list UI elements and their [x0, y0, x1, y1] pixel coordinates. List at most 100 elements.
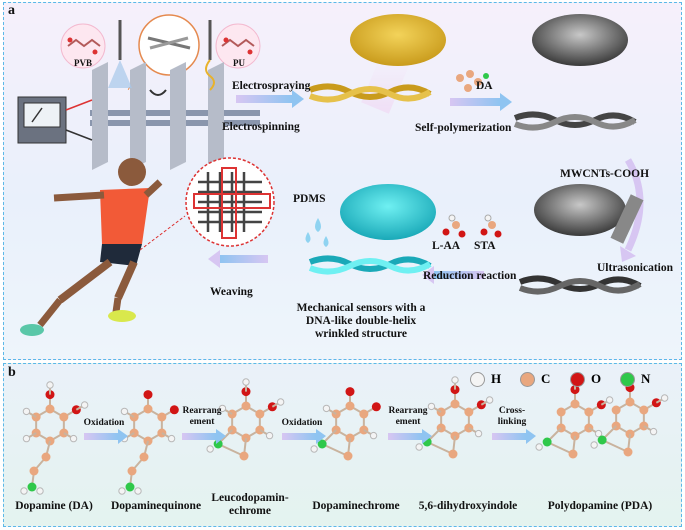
ultrasonication-label: Ultrasonication: [597, 262, 674, 274]
atom-H: [167, 434, 176, 443]
atom-C: [570, 399, 580, 409]
atom-C: [556, 407, 566, 417]
laa-label: L-AA: [432, 240, 461, 252]
atom-H: [427, 402, 436, 411]
atom-C: [448, 449, 458, 459]
step-arrow: [182, 433, 216, 440]
compound-name: Dopamine (DA): [15, 500, 93, 512]
runner-figure: [20, 158, 186, 336]
laa-molecule-icon: [442, 214, 466, 238]
step-arrowhead: [216, 429, 226, 444]
da-label: DA: [476, 80, 493, 92]
bond: [601, 439, 629, 453]
panel-b: [3, 363, 682, 527]
atom-H: [276, 398, 285, 406]
pvb-molecule-icon: [60, 23, 106, 69]
atom-H: [485, 396, 494, 404]
atom-O: [371, 402, 381, 412]
atom-H: [206, 445, 214, 453]
atom-C: [239, 451, 249, 461]
step-arrow: [84, 433, 118, 440]
compound-name: Dopaminechrome: [312, 500, 400, 512]
atom-N: [542, 437, 552, 447]
pu-molecule-icon: [215, 23, 261, 69]
step-label: Oxidation: [281, 418, 323, 428]
atom-C: [139, 452, 149, 462]
atom-C: [345, 401, 355, 411]
pu-label: PU: [233, 58, 245, 68]
bond: [546, 441, 574, 455]
legend-symbol: H: [491, 371, 502, 386]
atom-C: [625, 397, 635, 407]
legend-item-H: H: [470, 371, 501, 387]
atom-C: [143, 404, 153, 414]
step-arrow: [282, 433, 316, 440]
atom-H: [20, 487, 28, 495]
electrospinning-apparatus: [90, 20, 260, 170]
pvb-label: PVB: [74, 58, 92, 68]
atom-H: [242, 378, 250, 386]
atom-H: [660, 394, 669, 402]
legend-dot-icon: [620, 371, 635, 387]
atom-H: [415, 443, 423, 451]
atom-C: [359, 409, 369, 419]
legend-item-O: O: [570, 371, 601, 387]
atom-C: [241, 401, 251, 411]
atom-H: [80, 401, 89, 409]
legend-dot-icon: [470, 371, 485, 387]
yellow-fiber: [308, 14, 446, 114]
arrow-weaving: [220, 255, 268, 263]
pda-fiber: [513, 14, 637, 131]
atom-H: [46, 381, 54, 389]
atom-H: [265, 431, 274, 440]
compound-name: Dopaminequinone: [110, 500, 202, 512]
panel-a-label: a: [8, 3, 15, 18]
sensor-label: Mechanical sensors with a DNA-like doubl…: [286, 302, 436, 341]
atom-C: [127, 466, 137, 476]
atom-H: [535, 443, 543, 451]
atom-C: [59, 412, 69, 422]
pdms-label: PDMS: [293, 193, 326, 205]
cnt-fiber: [518, 184, 644, 295]
legend-symbol: C: [541, 371, 551, 386]
atom-N: [597, 435, 607, 445]
compound-name: Polydopamine (PDA): [547, 500, 653, 512]
legend-item-N: N: [620, 371, 650, 387]
atom-C: [464, 407, 474, 417]
pdms-fiber: [305, 184, 436, 275]
atom-C: [584, 407, 594, 417]
sta-molecule-icon: [480, 214, 502, 238]
atom-O: [169, 405, 179, 415]
electrospraying-label: Electrospraying: [232, 80, 311, 92]
atom-C: [255, 409, 265, 419]
power-supply-icon: [17, 96, 93, 144]
panel-b-label: b: [8, 365, 16, 380]
mwcnts-label: MWCNTs-COOH: [560, 168, 650, 180]
atom-O: [345, 387, 355, 397]
compound-name: Leucodopamin- echrome: [211, 492, 289, 517]
arrow-electrospray: [236, 95, 292, 103]
atom-C: [568, 449, 578, 459]
legend-item-C: C: [520, 371, 550, 387]
step-arrow: [388, 433, 422, 440]
atom-H: [369, 431, 378, 440]
sensor-label-line3: wrinkled structure: [314, 328, 408, 340]
step-arrowhead: [118, 429, 128, 444]
atom-H: [134, 487, 142, 495]
atom-H: [218, 404, 227, 413]
legend-symbol: O: [591, 371, 602, 386]
atom-O: [143, 390, 153, 400]
atom-C: [639, 405, 649, 415]
atom-C: [41, 452, 51, 462]
atom-H: [118, 487, 126, 495]
sta-label: STA: [474, 240, 496, 252]
bond: [321, 443, 349, 457]
atom-H: [474, 429, 483, 438]
atom-H: [594, 429, 603, 438]
atom-H: [36, 487, 44, 495]
step-label: Oxidation: [83, 418, 125, 428]
reduction-label: Reduction reaction: [423, 270, 517, 282]
atom-H: [120, 407, 129, 416]
